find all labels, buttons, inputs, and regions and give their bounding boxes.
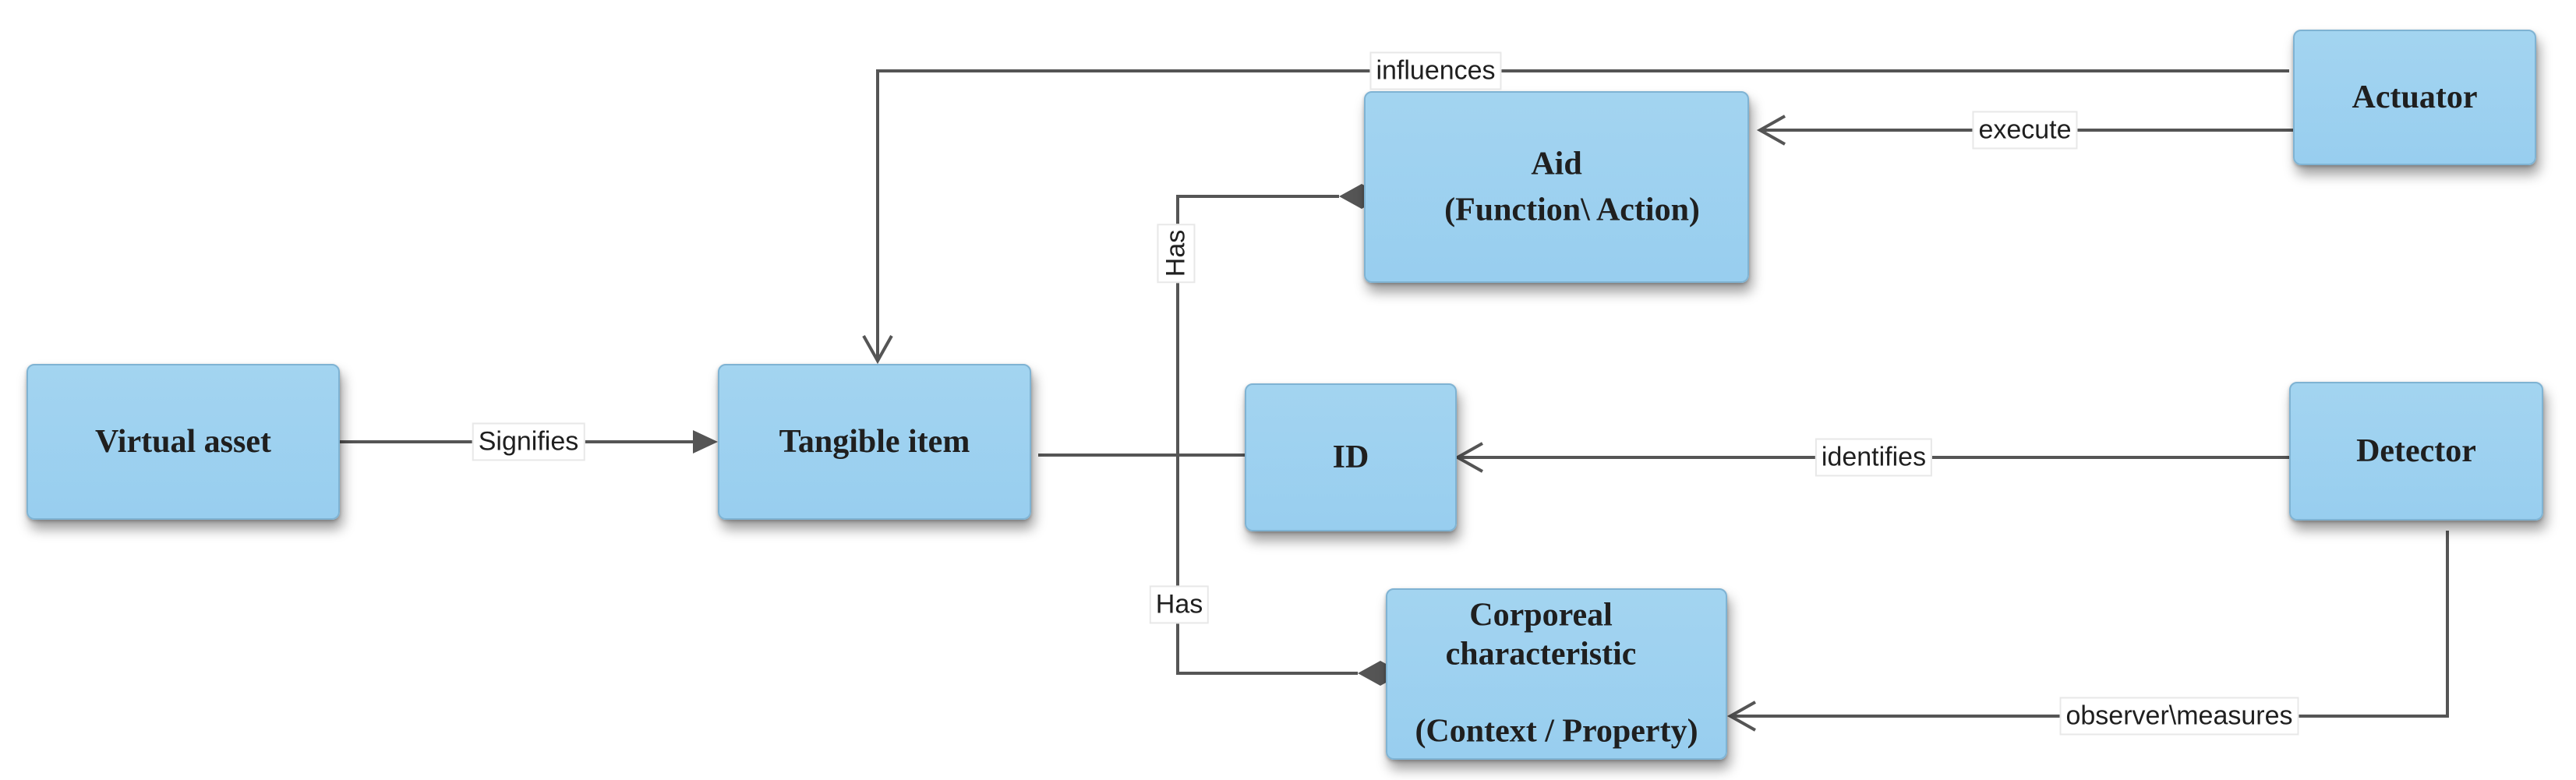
filled-arrowhead-icon [693,430,718,454]
node-label: Aid (Function\ Action) [1366,144,1747,231]
node-corporeal-characteristic[interactable]: Corporeal characteristic (Context / Prop… [1386,588,1727,760]
edge-label-identifies: identifies [1815,438,1933,477]
node-tangible-item[interactable]: Tangible item [718,364,1031,520]
node-id[interactable]: ID [1245,383,1457,531]
node-label-line: Corporeal [1469,597,1613,634]
node-label: Virtual asset [95,423,271,460]
open-arrowhead-icon [1756,115,1786,146]
edge-label-has-aid: Has [1157,223,1196,284]
node-label-line: (Context / Property) [1415,713,1698,750]
node-aid[interactable]: Aid (Function\ Action) [1364,91,1749,283]
node-label: Detector [2356,432,2476,469]
edge-label-observer-measures: observer\measures [2059,697,2299,736]
node-label-line: characteristic [1445,636,1637,672]
node-virtual-asset[interactable]: Virtual asset [27,364,340,520]
edge-label-has-corporeal: Has [1149,585,1210,624]
node-detector[interactable]: Detector [2289,382,2543,521]
node-label: ID [1332,439,1369,475]
edge-label-signifies: Signifies [472,422,585,461]
open-arrowhead-icon [862,335,893,365]
edge-observer-measures [1726,531,2449,732]
node-label: Tangible item [779,423,970,460]
open-arrowhead-icon [1726,701,1756,732]
open-arrowhead-icon [1454,442,1483,473]
node-actuator[interactable]: Actuator [2293,30,2536,165]
node-label-line: Aid [1531,146,1582,182]
node-label: Actuator [2352,79,2478,115]
node-label-line [1387,674,1726,713]
edge-label-influences: influences [1369,51,1502,90]
node-label-line: (Function\ Action) [1444,192,1700,228]
edge-label-execute: execute [1972,111,2078,150]
node-label: Corporeal characteristic (Context / Prop… [1387,597,1726,752]
edge-influences [862,69,2289,365]
